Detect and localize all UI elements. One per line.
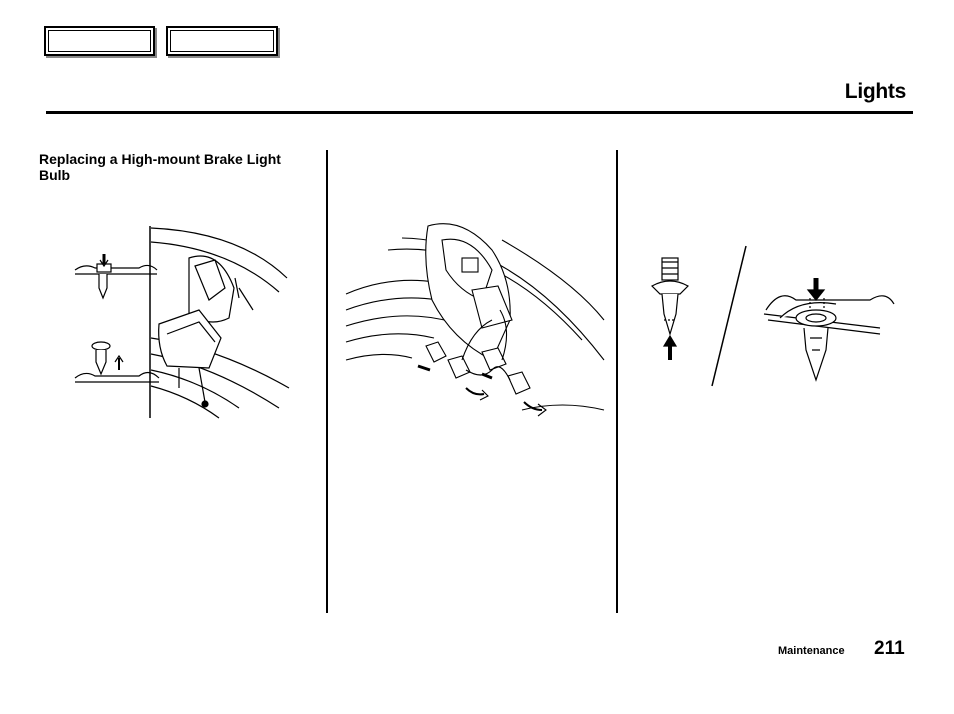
footer-section-name: Maintenance — [778, 645, 845, 657]
column-divider — [326, 150, 328, 613]
column-divider — [616, 150, 618, 613]
illustration-trim-clip-detail — [651, 245, 895, 387]
section-heading: Replacing a High-mount Brake Light Bulb — [39, 151, 281, 183]
illustration-remove-bulb-sockets — [345, 223, 605, 417]
illustration-remove-light-housing — [74, 226, 290, 419]
page-title: Lights — [844, 80, 907, 103]
nav-button-index[interactable] — [166, 26, 278, 56]
nav-button-contents[interactable] — [44, 26, 155, 56]
title-rule — [46, 111, 913, 114]
footer-page-number: 211 — [874, 638, 905, 659]
